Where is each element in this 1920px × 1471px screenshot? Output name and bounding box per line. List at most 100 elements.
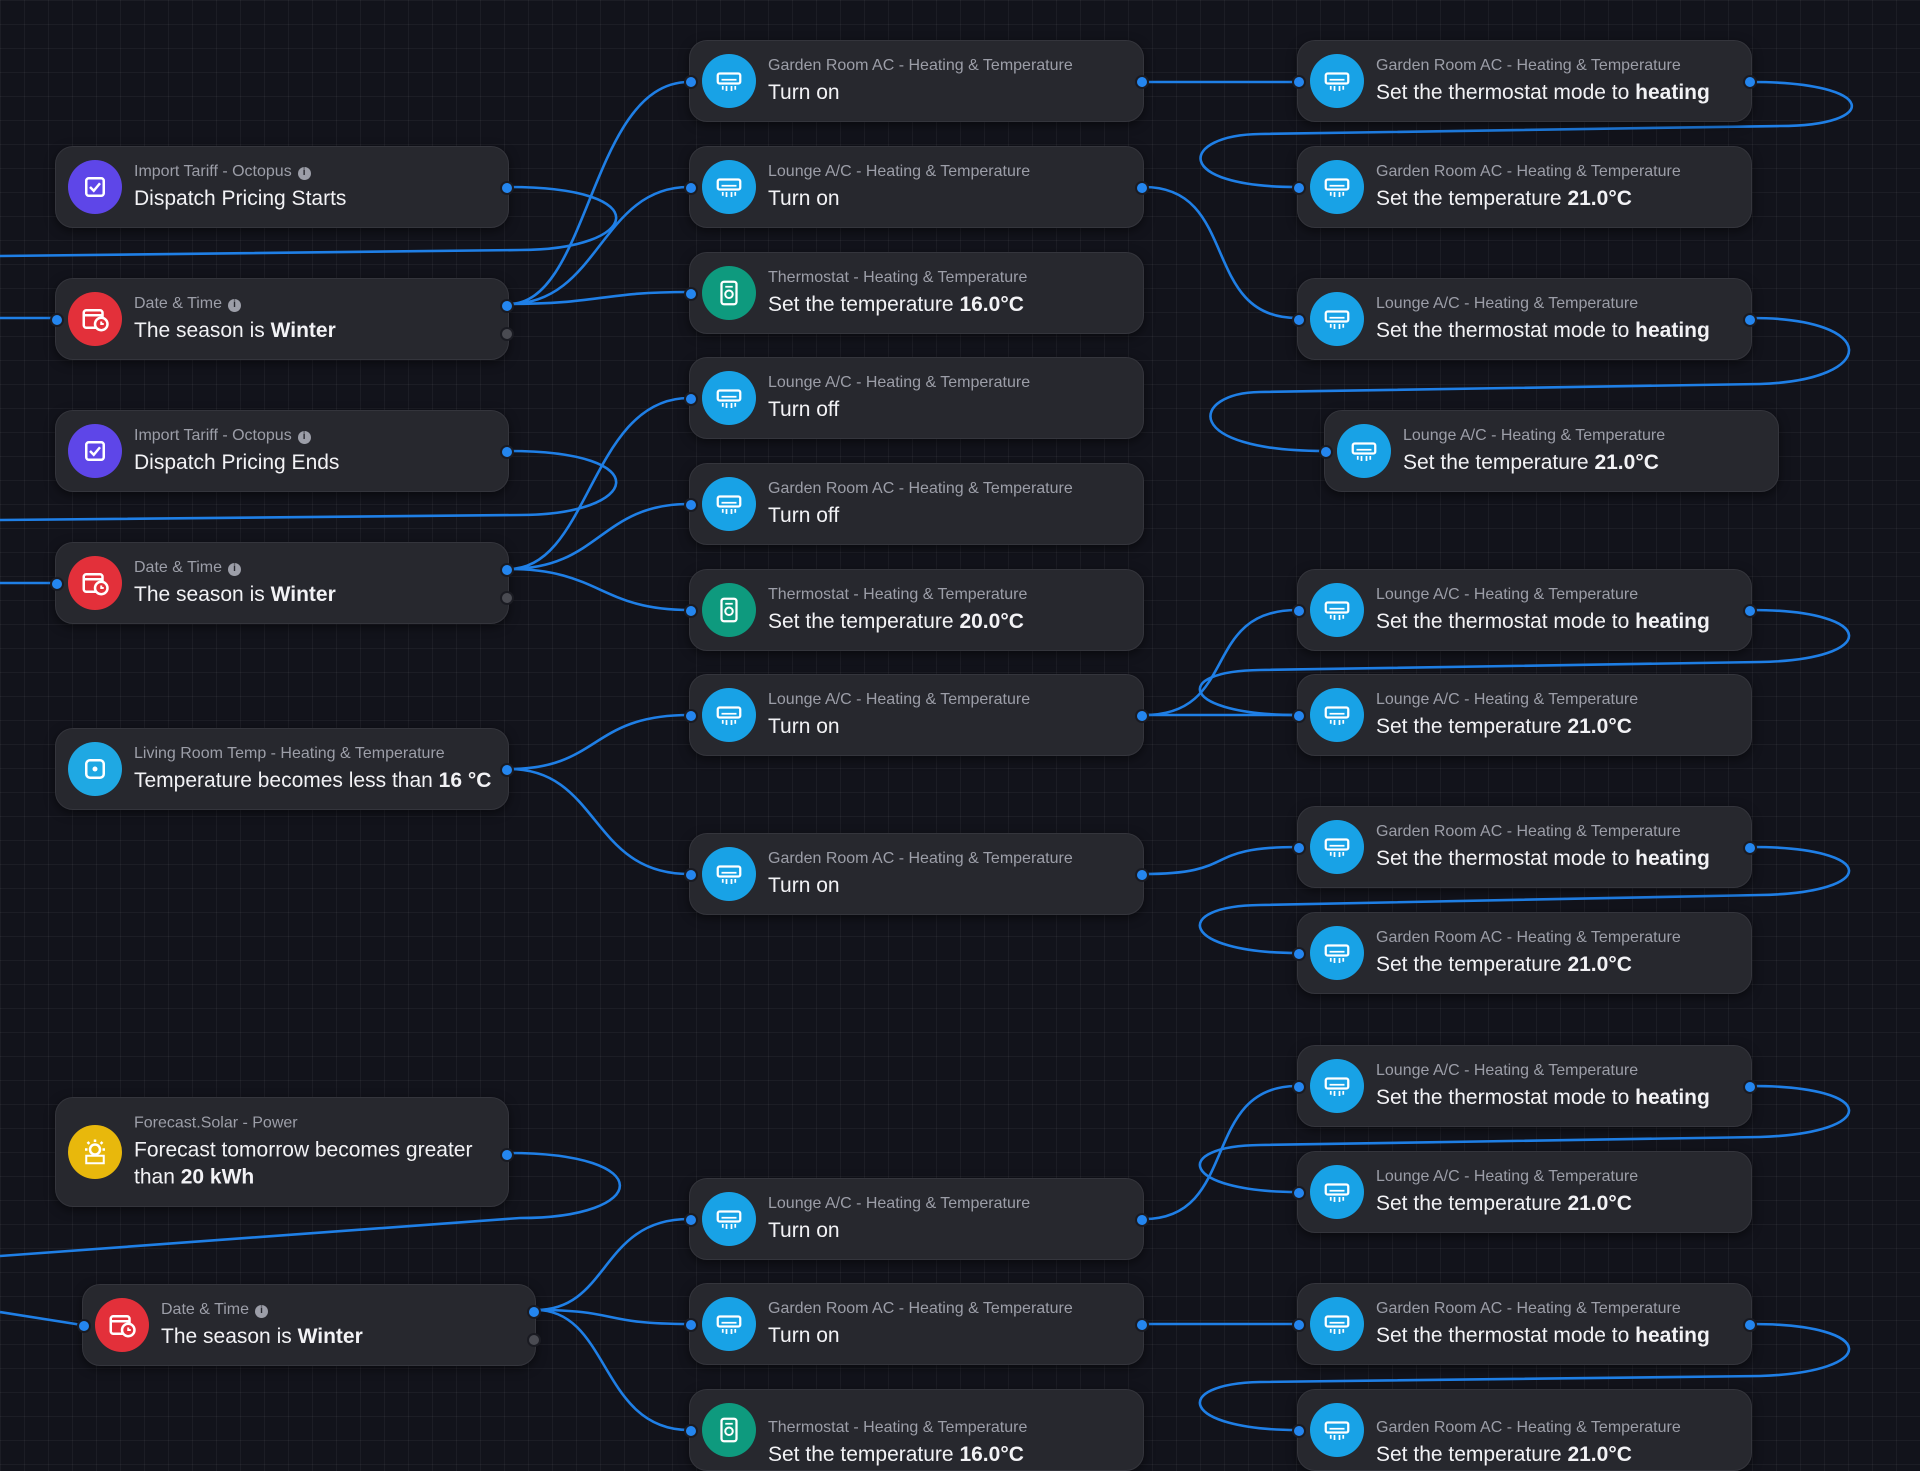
output-port[interactable] (500, 563, 514, 577)
output-port[interactable] (1743, 841, 1757, 855)
info-icon[interactable]: i (297, 166, 311, 180)
output-port-alt[interactable] (527, 1333, 541, 1347)
action-text: Set the temperature 21.0°C (1376, 1192, 1632, 1215)
input-port[interactable] (684, 1318, 698, 1332)
trigger-text: Forecast tomorrow becomes greater than 2… (134, 1138, 473, 1189)
input-port[interactable] (1292, 947, 1306, 961)
output-port[interactable] (1135, 868, 1149, 882)
input-port[interactable] (50, 577, 64, 591)
output-port[interactable] (500, 445, 514, 459)
output-port[interactable] (500, 763, 514, 777)
info-icon[interactable]: i (255, 1304, 269, 1318)
input-port[interactable] (684, 75, 698, 89)
action-text: Turn on (768, 874, 840, 897)
output-port[interactable] (1743, 1080, 1757, 1094)
wire (0, 185, 618, 258)
output-port[interactable] (1743, 75, 1757, 89)
wire (1198, 1084, 1851, 1194)
output-port[interactable] (500, 181, 514, 195)
input-port[interactable] (77, 1319, 91, 1333)
output-port[interactable] (1135, 75, 1149, 89)
trigger-node-solar-forecast[interactable]: Forecast.Solar - Power Forecast tomorrow… (55, 1097, 514, 1207)
device-label: Garden Room AC - Heating & Temperature (768, 1300, 1073, 1317)
input-port[interactable] (1292, 604, 1306, 618)
input-port[interactable] (684, 498, 698, 512)
input-port[interactable] (684, 392, 698, 406)
input-port[interactable] (1319, 445, 1333, 459)
output-port[interactable] (500, 1148, 514, 1162)
output-port[interactable] (1135, 181, 1149, 195)
air-conditioner-icon (702, 688, 756, 742)
output-port[interactable] (500, 299, 514, 313)
output-port[interactable] (1743, 1318, 1757, 1332)
output-port[interactable] (527, 1305, 541, 1319)
output-port[interactable] (1135, 1318, 1149, 1332)
trigger-node-temperature-below[interactable]: Living Room Temp - Heating & Temperature… (55, 728, 514, 810)
input-port[interactable] (1292, 313, 1306, 327)
output-port[interactable] (1135, 1213, 1149, 1227)
device-label: Garden Room AC - Heating & Temperature (1376, 1419, 1681, 1436)
device-label: Lounge A/C - Heating & Temperature (768, 1195, 1031, 1212)
input-port[interactable] (1292, 75, 1306, 89)
device-label: Garden Room AC - Heating & Temperature (768, 57, 1073, 74)
input-port[interactable] (684, 709, 698, 723)
input-port[interactable] (1292, 1080, 1306, 1094)
device-label: Garden Room AC - Heating & Temperature (768, 480, 1073, 497)
output-port-alt[interactable] (500, 591, 514, 605)
air-conditioner-icon (702, 1192, 756, 1246)
info-icon[interactable]: i (228, 562, 242, 576)
output-port-alt[interactable] (500, 327, 514, 341)
device-label: Thermostat - Heating & Temperature (768, 586, 1028, 603)
output-port[interactable] (1743, 604, 1757, 618)
input-port[interactable] (684, 287, 698, 301)
air-conditioner-icon (1310, 1059, 1364, 1113)
info-icon[interactable]: i (297, 430, 311, 444)
input-port[interactable] (50, 313, 64, 327)
input-port[interactable] (684, 181, 698, 195)
wire (508, 290, 690, 306)
info-icon[interactable]: i (228, 298, 242, 312)
device-label: Garden Room AC - Heating & Temperature (1376, 57, 1681, 74)
input-port[interactable] (684, 1424, 698, 1438)
input-port[interactable] (1292, 1424, 1306, 1438)
input-port[interactable] (1292, 841, 1306, 855)
output-port[interactable] (1743, 313, 1757, 327)
input-port[interactable] (684, 1213, 698, 1227)
input-port[interactable] (1292, 709, 1306, 723)
input-port[interactable] (1292, 1186, 1306, 1200)
output-port[interactable] (1135, 709, 1149, 723)
input-port[interactable] (1292, 1318, 1306, 1332)
input-port[interactable] (1292, 181, 1306, 195)
input-port[interactable] (684, 604, 698, 618)
input-port[interactable] (684, 868, 698, 882)
